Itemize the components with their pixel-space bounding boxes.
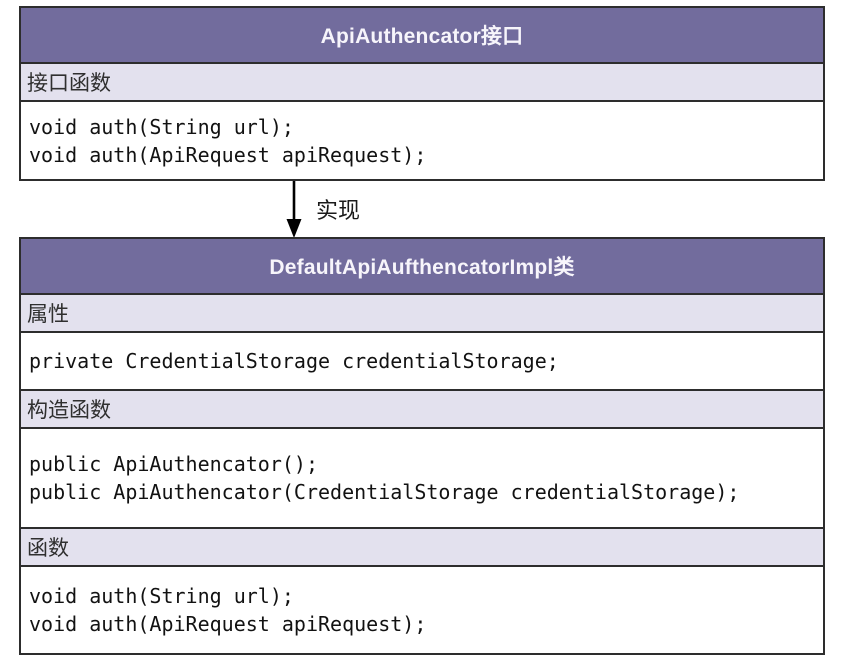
implements-relation-label: 实现 — [316, 198, 361, 223]
interface-methods-section-label: 接口函数 — [21, 64, 823, 102]
interface-class-title: ApiAuthencator接口 — [21, 8, 823, 64]
impl-constructors-code: public ApiAuthencator(); public ApiAuthe… — [21, 429, 823, 529]
code-line: public ApiAuthencator(CredentialStorage … — [29, 480, 740, 504]
impl-constructors-section-label: 构造函数 — [21, 391, 823, 429]
code-line: void auth(String url); — [29, 114, 294, 139]
impl-attributes-code: private CredentialStorage credentialStor… — [21, 333, 823, 391]
code-line: public ApiAuthencator(); — [29, 452, 318, 476]
interface-methods-code: void auth(String url); void auth(ApiRequ… — [21, 102, 823, 179]
code-line: private CredentialStorage credentialStor… — [29, 349, 559, 373]
impl-methods-section-label: 函数 — [21, 529, 823, 567]
impl-methods-code: void auth(String url); void auth(ApiRequ… — [21, 567, 823, 653]
impl-attributes-section-label: 属性 — [21, 295, 823, 333]
code-line: void auth(String url); — [29, 584, 294, 608]
code-line: void auth(ApiRequest apiRequest); — [29, 612, 427, 636]
impl-class-title: DefaultApiAufthencatorImpl类 — [21, 239, 823, 295]
impl-class-box: DefaultApiAufthencatorImpl类 属性 private C… — [19, 237, 825, 655]
implements-arrow-icon — [286, 181, 302, 238]
interface-class-box: ApiAuthencator接口 接口函数 void auth(String u… — [19, 6, 825, 181]
code-line: void auth(ApiRequest apiRequest); — [29, 142, 427, 167]
